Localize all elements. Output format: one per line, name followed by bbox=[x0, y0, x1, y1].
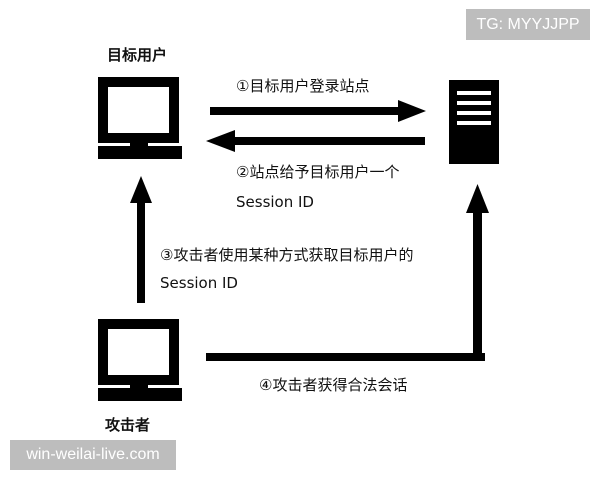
user-computer-icon bbox=[98, 77, 182, 159]
step2-label-line1: ②站点给予目标用户一个 bbox=[236, 163, 400, 181]
step2-label-line2: Session ID bbox=[236, 193, 314, 211]
user-label: 目标用户 bbox=[107, 46, 168, 64]
arrow-hijack-session bbox=[206, 184, 489, 361]
attacker-label: 攻击者 bbox=[105, 416, 151, 434]
watermark-bottom-left: win-weilai-live.com bbox=[10, 440, 176, 470]
step1-label: ①目标用户登录站点 bbox=[236, 77, 370, 95]
attacker-computer-icon bbox=[98, 319, 182, 401]
watermark-top-right: TG: MYYJJPP bbox=[466, 9, 590, 40]
server-icon bbox=[449, 80, 499, 164]
step4-label: ④攻击者获得合法会话 bbox=[259, 376, 408, 394]
step3-label-line1: ③攻击者使用某种方式获取目标用户的 bbox=[160, 246, 414, 264]
arrow-issue-session bbox=[206, 130, 425, 152]
arrow-steal-session bbox=[130, 176, 152, 303]
step3-label-line2: Session ID bbox=[160, 274, 238, 292]
arrow-login bbox=[210, 100, 426, 122]
